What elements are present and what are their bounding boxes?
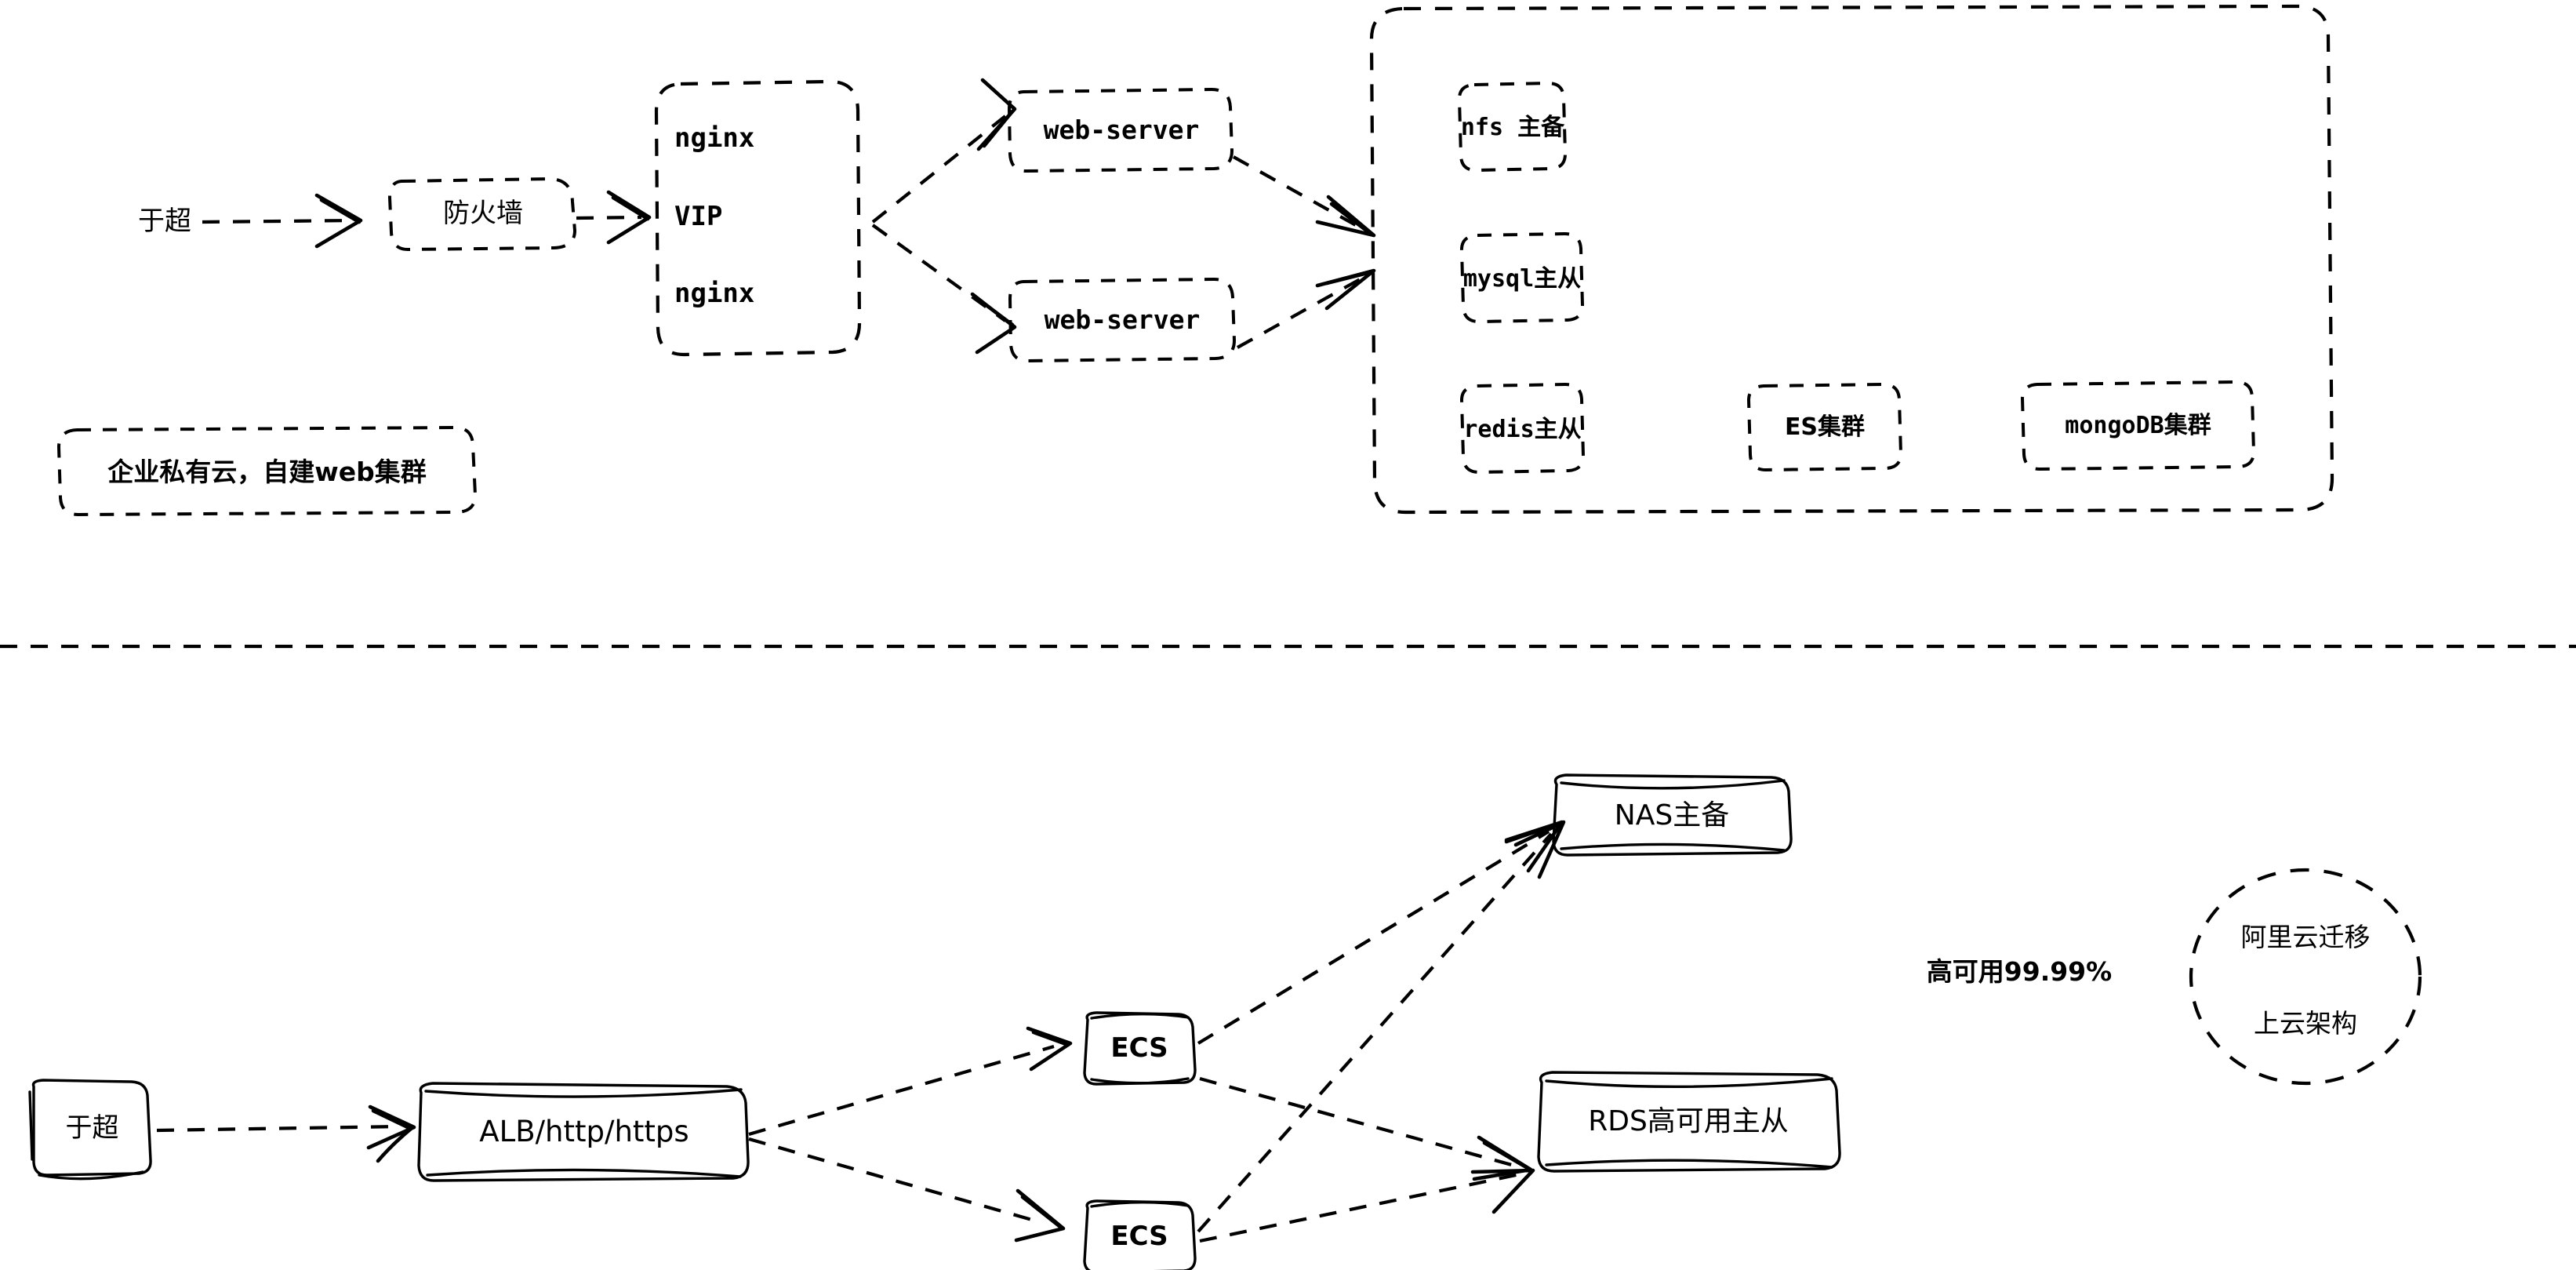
lb-box-shape [654, 79, 862, 357]
arrow-webserver1-to-cluster [1232, 155, 1376, 238]
bottom-actor-box-shape [28, 1079, 152, 1181]
mysql-box-shape [1459, 231, 1585, 324]
backend-cluster-container-shape [1369, 4, 2334, 515]
web-server-2-box-shape [1008, 277, 1237, 363]
private-cloud-note-box-shape [56, 425, 478, 517]
arrow-ecs2-to-rds [1199, 1168, 1535, 1243]
arrow-ecs1-to-nas [1197, 820, 1564, 1045]
ecs-2-box-shape [1083, 1199, 1197, 1270]
firewall-box-shape [387, 176, 577, 252]
redis-box-shape [1459, 382, 1586, 475]
arrow-lb-to-webserver-2 [871, 224, 1017, 355]
arrow-bottom-actor-to-alb [156, 1104, 416, 1163]
arrow-ecs2-to-nas [1197, 820, 1566, 1233]
mongodb-box-shape [2020, 380, 2256, 471]
web-server-1-box-shape [1007, 87, 1234, 173]
nas-box-shape [1552, 773, 1793, 857]
arrow-alb-to-ecs-2 [748, 1137, 1066, 1243]
arrow-actor-to-firewall [202, 193, 363, 249]
alb-box-shape [417, 1082, 750, 1182]
arrow-firewall-to-lb [576, 190, 652, 245]
nfs-box-shape [1457, 81, 1568, 173]
cloud-bubble-shape [2189, 868, 2422, 1086]
ecs-1-box-shape [1083, 1011, 1197, 1086]
rds-box-shape [1537, 1071, 1841, 1173]
arrow-alb-to-ecs-1 [748, 1026, 1073, 1137]
arrow-webserver2-to-cluster [1236, 268, 1376, 349]
arrow-lb-to-webserver-1 [871, 78, 1017, 224]
es-box-shape [1746, 382, 1903, 472]
arrow-ecs1-to-rds [1199, 1076, 1533, 1181]
